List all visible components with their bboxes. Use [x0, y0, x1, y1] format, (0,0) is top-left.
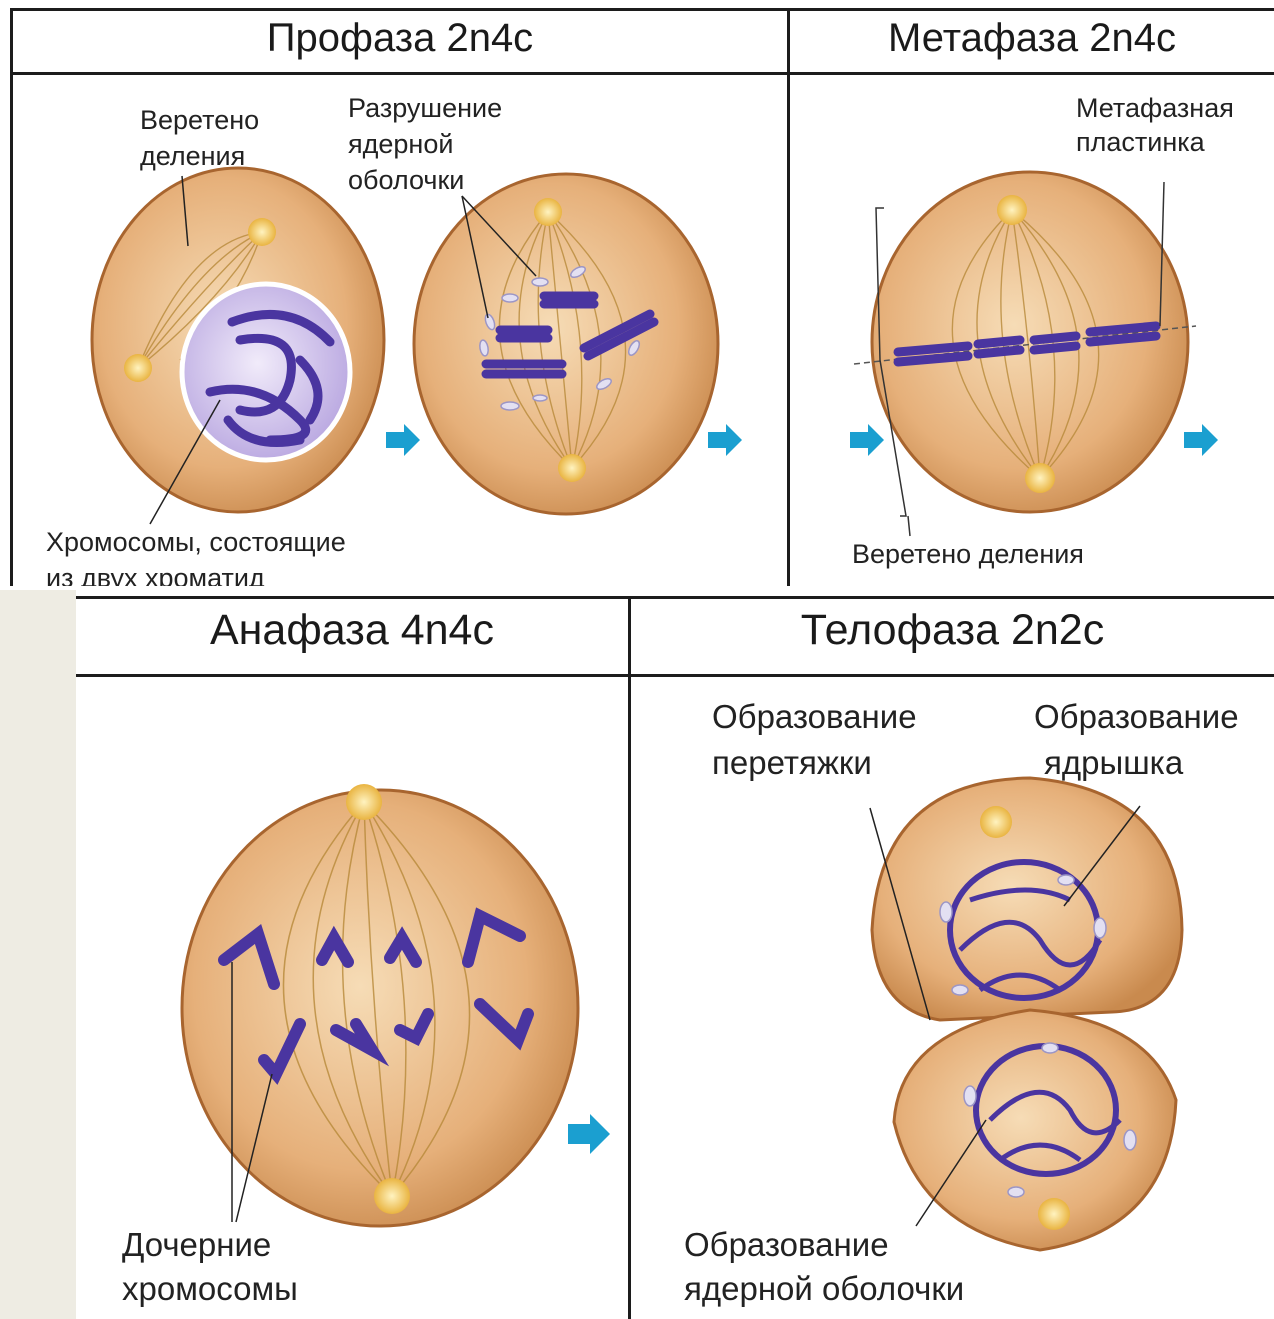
centrosome-icon [1025, 463, 1055, 493]
metaphase-plate-label-line2: пластинка [1076, 124, 1205, 160]
arrow-icon [568, 1114, 610, 1154]
daughter-label-line1: Дочерние [122, 1222, 271, 1268]
centrosome-icon [997, 195, 1027, 225]
centrosome-icon [374, 1178, 410, 1214]
centrosome-icon [980, 806, 1012, 838]
prophase-early-cell [92, 168, 384, 512]
arrow-icon [1184, 424, 1218, 456]
spindle-label-line2: деления [140, 138, 245, 174]
new-envelope-label-line1: Образование [684, 1222, 889, 1268]
nucleus [182, 284, 350, 460]
new-envelope-label-line2: ядерной оболочки [684, 1266, 964, 1312]
spindle-meta-label: Веретено деления [852, 536, 1084, 572]
metaphase-cell [854, 172, 1196, 512]
centrosome-icon [346, 784, 382, 820]
spindle-label-line1: Веретено [140, 102, 259, 138]
centrosome-icon [534, 198, 562, 226]
daughter-label-line2: хромосомы [122, 1266, 298, 1312]
centrosome-icon [558, 454, 586, 482]
arrow-icon [850, 424, 884, 456]
prophase-late-cell [414, 174, 718, 514]
envelope-break-label-line1: Разрушение [348, 90, 502, 126]
arrow-icon [386, 424, 420, 456]
furrow-label-line2: перетяжки [712, 740, 872, 786]
furrow-label-line1: Образование [712, 694, 917, 740]
metaphase-plate-label-line1: Метафазная [1076, 90, 1234, 126]
arrow-icon [708, 424, 742, 456]
telophase-cell-upper [872, 778, 1182, 1020]
envelope-break-label-line2: ядерной [348, 126, 453, 162]
envelope-break-label-line3: оболочки [348, 162, 464, 198]
centrosome-icon [1038, 1198, 1070, 1230]
nucleolus-label-line1: Образование [1034, 694, 1239, 740]
anaphase-cell [182, 784, 578, 1226]
chromosomes-label-line1: Хромосомы, состоящие [46, 524, 346, 560]
nucleolus-label-line2: ядрышка [1044, 740, 1183, 786]
telophase-cell-lower [894, 1010, 1176, 1250]
chromosomes-label-line2: из двух хроматид [46, 560, 265, 586]
